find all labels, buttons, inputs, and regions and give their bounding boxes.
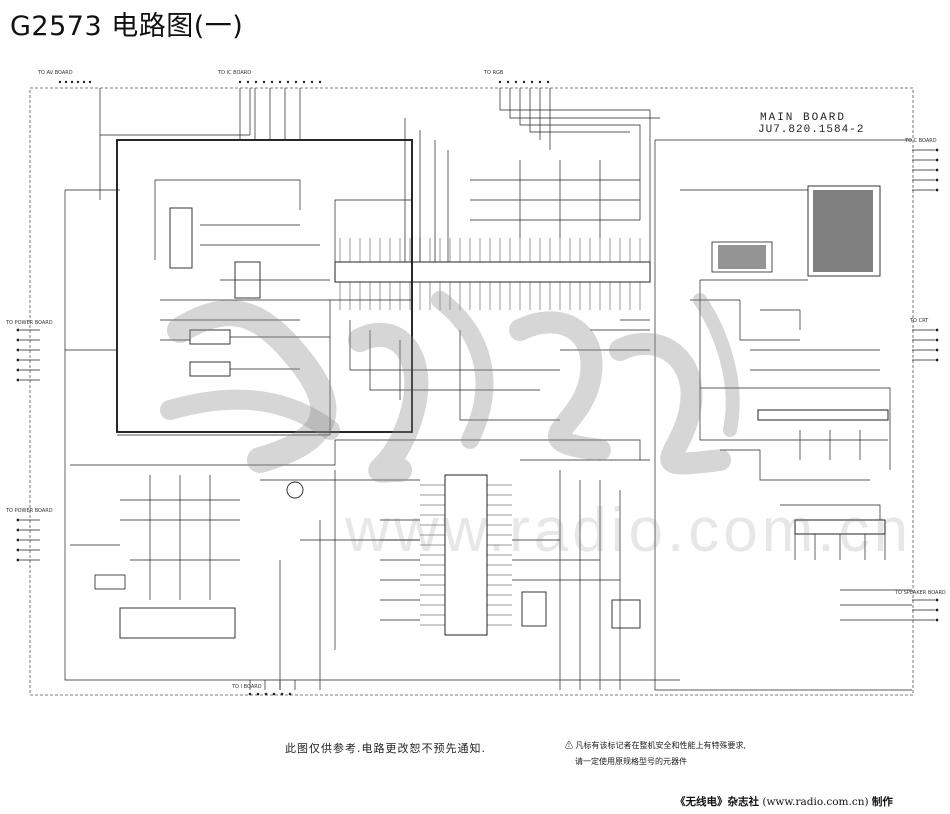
regulator-block <box>94 574 126 590</box>
footer-credit: 《无线电》杂志社 (www.radio.com.cn) 制作 <box>675 794 893 809</box>
hv-shaded <box>718 245 766 269</box>
hv-frame <box>711 241 773 273</box>
connector-label-speaker: TO SPEAKER BOARD <box>895 590 946 596</box>
main-ic <box>334 261 651 283</box>
connector-pins <box>16 80 939 696</box>
power-connector-block <box>119 607 236 639</box>
ic-eeprom <box>611 599 641 629</box>
vertical-ic <box>757 409 889 421</box>
audio-ic-pins <box>420 484 512 626</box>
footer-note-safety-1: ⚠ 凡标有该标记者在整机安全和性能上有特殊要求, <box>565 741 747 750</box>
transistor-q <box>286 481 304 499</box>
watermark-calligraphy <box>160 291 740 483</box>
footer-note-safety-2: 请一定使用原规格型号的元器件 <box>575 757 687 766</box>
footer-note-disclaimer: 此图仅供参考.电路更改恕不预先通知. <box>285 742 486 755</box>
ic-audio-small <box>521 591 547 627</box>
credit-url: (www.radio.com.cn) <box>762 796 869 808</box>
wiring <box>20 88 935 691</box>
board-number: JU7.820.1584-2 <box>758 124 865 136</box>
connector-label-power-2: TO POWER BOARD <box>6 508 53 514</box>
connector-label-rgb: TO RGB <box>484 70 504 76</box>
connector-label-crt: TO CRT <box>910 318 929 324</box>
block-frame-left <box>116 139 413 433</box>
main-ic-pins <box>339 238 641 310</box>
ic-left-4 <box>189 361 231 377</box>
credit-magazine: 《无线电》杂志社 <box>675 796 759 808</box>
flyback-frame <box>807 185 881 277</box>
credit-suffix: 制作 <box>871 796 893 808</box>
connector-label-power-1: TO POWER BOARD <box>6 320 53 326</box>
connector-label-av: TO AV BOARD <box>38 70 73 76</box>
connector-label-c-board: TO C BOARD <box>905 138 937 144</box>
watermark-text: www.radio.com.cn <box>345 496 913 565</box>
connector-label-i-board: TO I BOARD <box>232 684 262 690</box>
page-title: G2573 电路图(一) <box>10 11 244 42</box>
board-name: MAIN BOARD <box>760 112 847 124</box>
connector-label-ic: TO IC BOARD <box>218 70 252 76</box>
ic-left-1 <box>169 207 193 269</box>
flyback-shaded <box>813 190 873 272</box>
board-outline <box>29 87 914 696</box>
